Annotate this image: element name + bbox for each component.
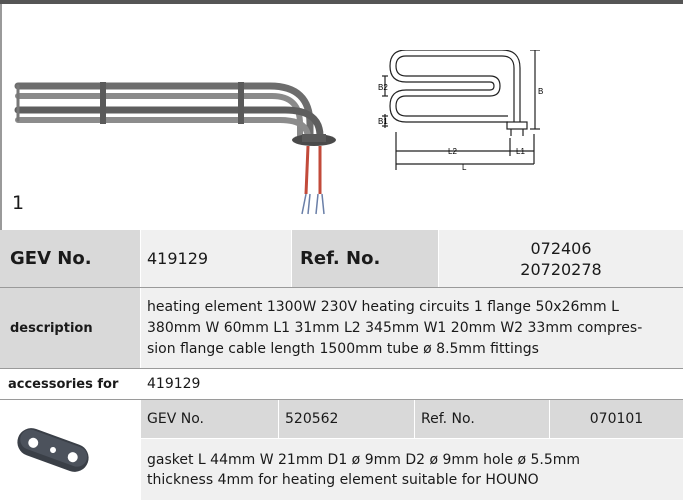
ref-value-2: 20720278 <box>520 259 602 279</box>
label-b: B <box>538 87 543 96</box>
description-line: 380mm W 60mm L1 31mm L2 345mm W1 20mm W2… <box>147 319 643 336</box>
product-image-area: B2 B1 B L2 L1 L 1 <box>2 4 683 230</box>
left-border <box>0 4 2 234</box>
ref-value-1: 072406 <box>530 238 592 258</box>
row-divider <box>0 399 683 400</box>
col-divider <box>549 400 550 438</box>
description-line: sion flange cable length 1500mm tube ø 8… <box>147 340 539 357</box>
ref-label: Ref. No. <box>292 230 438 287</box>
accessory-description-line: thickness 4mm for heating element suitab… <box>147 471 539 488</box>
item-number: 1 <box>12 192 25 214</box>
row-divider <box>0 368 683 369</box>
gasket-photo <box>17 428 89 472</box>
accessory-header-bg <box>141 400 683 438</box>
description-label: description <box>0 288 140 368</box>
accessories-label: accessories for <box>8 376 119 392</box>
ref-values: 072406 20720278 <box>439 230 683 287</box>
accessory-description-line: gasket L 44mm W 21mm D1 ø 9mm D2 ø 9mm h… <box>147 451 581 468</box>
label-b1: B1 <box>378 117 388 126</box>
col-divider <box>414 400 415 438</box>
technical-drawing: B2 B1 B L2 L1 L <box>378 50 543 172</box>
label-l1: L1 <box>516 147 525 156</box>
top-border <box>0 0 683 4</box>
accessory-ref-label: Ref. No. <box>421 411 475 427</box>
accessory-gev-label: GEV No. <box>147 411 204 427</box>
gev-label: GEV No. <box>0 230 140 287</box>
accessory-gev-value: 520562 <box>285 411 339 427</box>
label-b2: B2 <box>378 83 388 92</box>
label-l2: L2 <box>448 147 457 156</box>
accessories-value: 419129 <box>147 376 201 392</box>
label-l: L <box>462 163 467 172</box>
heating-element-photo <box>14 82 336 215</box>
description-text: heating element 1300W 230V heating circu… <box>141 288 683 368</box>
accessory-ref-value: 070101 <box>589 411 644 427</box>
gev-value: 419129 <box>141 230 291 287</box>
row-divider <box>0 287 683 288</box>
accessory-description: gasket L 44mm W 21mm D1 ø 9mm D2 ø 9mm h… <box>141 439 683 500</box>
col-divider <box>278 400 279 438</box>
description-line: heating element 1300W 230V heating circu… <box>147 298 619 315</box>
